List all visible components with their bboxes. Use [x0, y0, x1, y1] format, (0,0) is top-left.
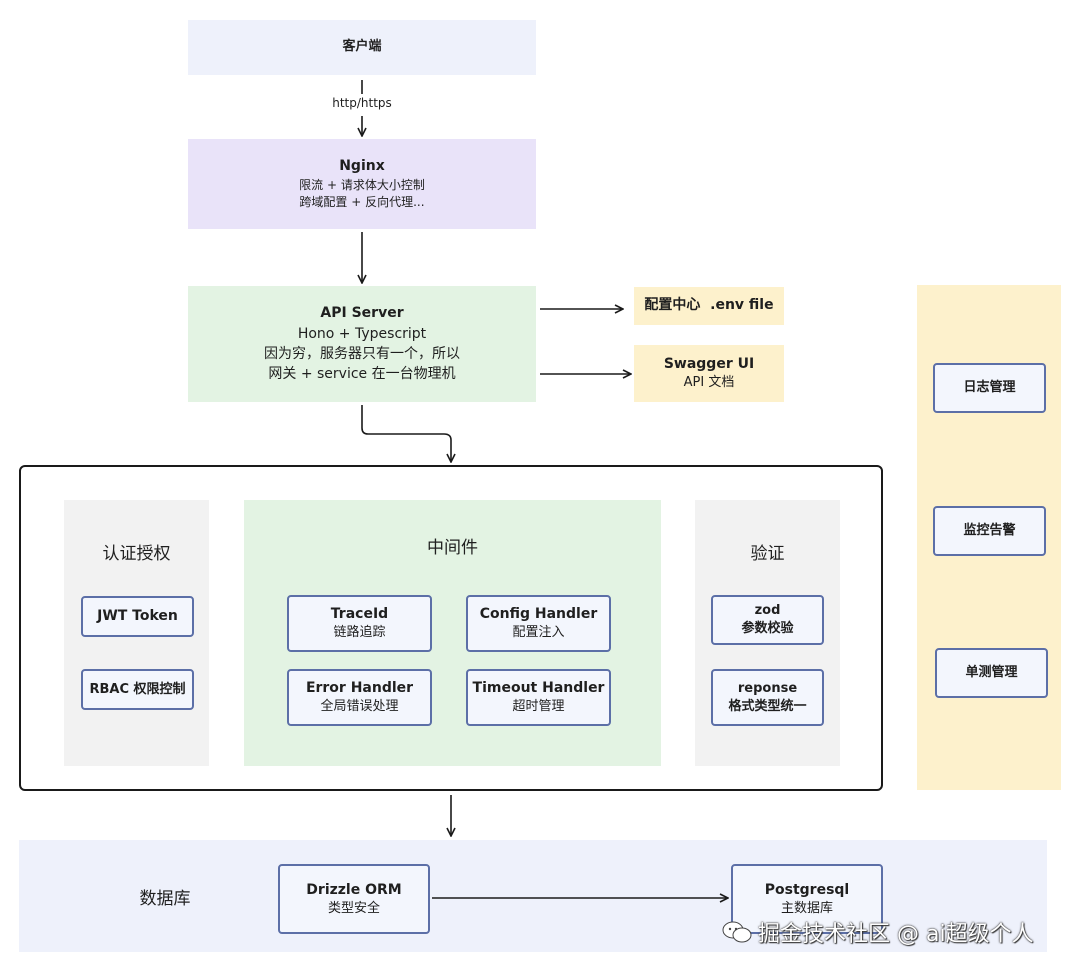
validation-item-response: reponse 格式类型统一 — [711, 669, 824, 726]
auth-item-jwt: JWT Token — [81, 596, 194, 637]
client-box: 客户端 — [188, 20, 536, 75]
api-server-line-2: 因为穷，服务器只有一个，所以 — [264, 346, 460, 362]
api-server-title: API Server — [320, 305, 404, 322]
validation-item-zod: zod 参数校验 — [711, 595, 824, 645]
nginx-box: Nginx 限流 + 请求体大小控制 跨域配置 + 反向代理... — [188, 139, 536, 229]
config-center-label: 配置中心 .env file — [644, 297, 774, 314]
swagger-title: Swagger UI — [663, 355, 755, 372]
config-center-box: 配置中心 .env file — [634, 287, 784, 325]
swagger-box: Swagger UI API 文档 — [634, 345, 784, 402]
ops-item-logging: 日志管理 — [933, 363, 1046, 413]
ops-item-unit-test: 单测管理 — [935, 648, 1048, 698]
ops-item-monitoring: 监控告警 — [933, 506, 1046, 556]
watermark: 掘金技术社区 @ ai超级个人 — [722, 912, 1072, 952]
nginx-line-1: 限流 + 请求体大小控制 — [299, 178, 425, 192]
middleware-item-traceid: TraceId 链路追踪 — [287, 595, 432, 652]
auth-item-rbac: RBAC 权限控制 — [81, 669, 194, 710]
wechat-icon — [722, 921, 752, 943]
api-server-line-1: Hono + Typescript — [297, 325, 427, 342]
middleware-item-config-handler: Config Handler 配置注入 — [466, 595, 611, 652]
database-title: 数据库 — [139, 889, 191, 909]
swagger-subtitle: API 文档 — [683, 375, 735, 391]
client-label: 客户端 — [342, 39, 382, 55]
edge-label-http: http/https — [300, 96, 424, 114]
auth-title: 认证授权 — [102, 544, 171, 564]
middleware-title: 中间件 — [427, 538, 478, 558]
validation-title: 验证 — [750, 544, 785, 564]
orm-box: Drizzle ORM 类型安全 — [278, 864, 430, 934]
watermark-text: 掘金技术社区 @ ai超级个人 — [758, 922, 1034, 947]
middleware-item-error-handler: Error Handler 全局错误处理 — [287, 669, 432, 726]
arrow-api-to-container — [361, 405, 451, 461]
postgresql-box: Postgresql 主数据库 — [731, 864, 883, 934]
middleware-item-timeout-handler: Timeout Handler 超时管理 — [466, 669, 611, 726]
nginx-line-2: 跨域配置 + 反向代理... — [299, 194, 425, 209]
api-server-line-3: 网关 + service 在一台物理机 — [268, 366, 456, 383]
api-server-box: API Server Hono + Typescript 因为穷，服务器只有一个… — [188, 286, 536, 402]
nginx-title: Nginx — [339, 158, 385, 175]
